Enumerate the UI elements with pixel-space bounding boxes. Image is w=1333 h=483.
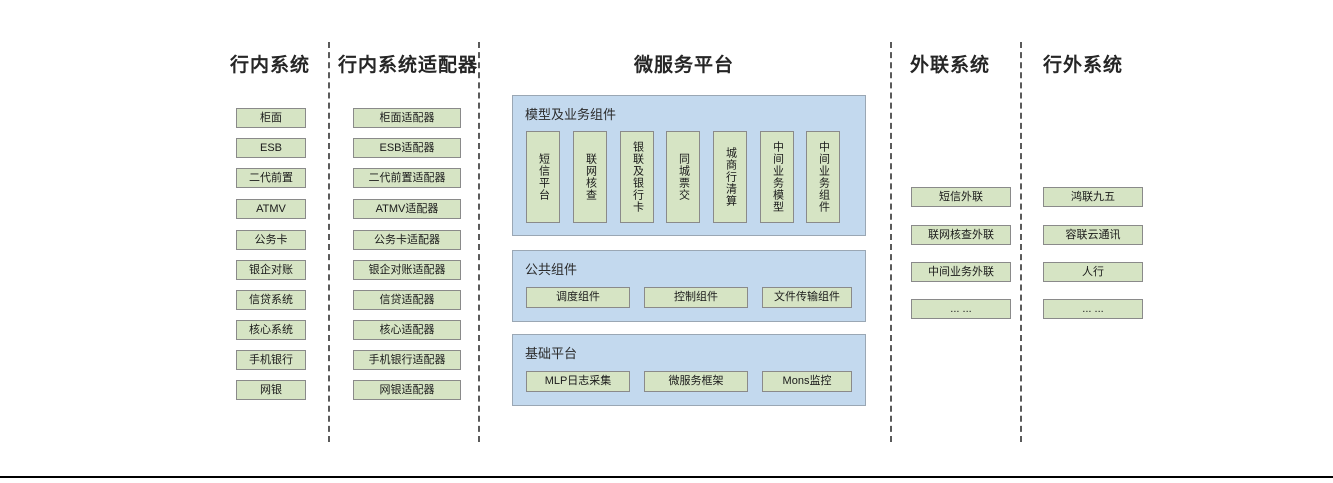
node-model-component-label: 短信平台 (537, 153, 550, 201)
node-in-bank-system[interactable]: 柜面 (236, 108, 306, 128)
column-title-in-bank-adapters: 行内系统适配器 (337, 55, 478, 76)
node-public-component[interactable]: 调度组件 (526, 287, 630, 308)
divider-3 (890, 42, 892, 442)
node-out-of-bank-system[interactable]: ... ... (1043, 299, 1143, 319)
node-in-bank-system[interactable]: 核心系统 (236, 320, 306, 340)
node-in-bank-adapter[interactable]: 手机银行适配器 (353, 350, 461, 370)
node-in-bank-system[interactable]: 网银 (236, 380, 306, 400)
node-external-link-system[interactable]: ... ... (911, 299, 1011, 319)
node-in-bank-adapter[interactable]: 柜面适配器 (353, 108, 461, 128)
node-in-bank-system[interactable]: 银企对账 (236, 260, 306, 280)
panel-title-public-components: 公共组件 (525, 262, 578, 277)
node-model-component[interactable]: 中间业务组件 (806, 131, 840, 223)
node-in-bank-system[interactable]: ESB (236, 138, 306, 158)
node-model-component-label: 中间业务组件 (817, 141, 830, 213)
node-in-bank-system[interactable]: 公务卡 (236, 230, 306, 250)
node-in-bank-adapter[interactable]: ATMV适配器 (353, 199, 461, 219)
node-in-bank-system[interactable]: 手机银行 (236, 350, 306, 370)
node-model-component[interactable]: 短信平台 (526, 131, 560, 223)
node-in-bank-system[interactable]: ATMV (236, 199, 306, 219)
node-in-bank-adapter[interactable]: 核心适配器 (353, 320, 461, 340)
node-in-bank-adapter[interactable]: 银企对账适配器 (353, 260, 461, 280)
node-base-platform-component[interactable]: Mons监控 (762, 371, 852, 392)
divider-1 (328, 42, 330, 442)
node-model-component-label: 联网核查 (584, 153, 597, 201)
column-title-out-of-bank-systems: 行外系统 (1042, 55, 1123, 76)
panel-title-model-business-components: 模型及业务组件 (525, 107, 617, 122)
node-model-component-label: 同城票交 (677, 153, 690, 201)
node-public-component[interactable]: 控制组件 (644, 287, 748, 308)
node-model-component-label: 银联及银行卡 (631, 141, 644, 213)
node-in-bank-adapter[interactable]: 信贷适配器 (353, 290, 461, 310)
node-base-platform-component[interactable]: 微服务框架 (644, 371, 748, 392)
node-external-link-system[interactable]: 短信外联 (911, 187, 1011, 207)
node-model-component[interactable]: 联网核查 (573, 131, 607, 223)
node-model-component[interactable]: 同城票交 (666, 131, 700, 223)
node-out-of-bank-system[interactable]: 容联云通讯 (1043, 225, 1143, 245)
node-model-component[interactable]: 城商行清算 (713, 131, 747, 223)
column-title-external-link-systems: 外联系统 (909, 55, 990, 76)
node-out-of-bank-system[interactable]: 人行 (1043, 262, 1143, 282)
panel-public-components: 公共组件 (512, 250, 866, 322)
node-in-bank-adapter[interactable]: 公务卡适配器 (353, 230, 461, 250)
node-model-component-label: 中间业务模型 (771, 141, 784, 213)
node-base-platform-component[interactable]: MLP日志采集 (526, 371, 630, 392)
node-public-component[interactable]: 文件传输组件 (762, 287, 852, 308)
node-external-link-system[interactable]: 中间业务外联 (911, 262, 1011, 282)
column-title-in-bank-systems: 行内系统 (229, 55, 310, 76)
node-external-link-system[interactable]: 联网核查外联 (911, 225, 1011, 245)
divider-2 (478, 42, 480, 442)
bottom-rule (0, 476, 1333, 478)
node-in-bank-adapter[interactable]: ESB适配器 (353, 138, 461, 158)
node-model-component[interactable]: 中间业务模型 (760, 131, 794, 223)
node-model-component[interactable]: 银联及银行卡 (620, 131, 654, 223)
node-in-bank-adapter[interactable]: 网银适配器 (353, 380, 461, 400)
node-in-bank-adapter[interactable]: 二代前置适配器 (353, 168, 461, 188)
node-in-bank-system[interactable]: 二代前置 (236, 168, 306, 188)
node-in-bank-system[interactable]: 信贷系统 (236, 290, 306, 310)
node-model-component-label: 城商行清算 (724, 147, 737, 207)
node-out-of-bank-system[interactable]: 鸿联九五 (1043, 187, 1143, 207)
column-title-microservice-platform: 微服务平台 (633, 55, 734, 76)
panel-title-base-platform: 基础平台 (525, 346, 578, 361)
panel-base-platform: 基础平台 (512, 334, 866, 406)
divider-4 (1020, 42, 1022, 442)
